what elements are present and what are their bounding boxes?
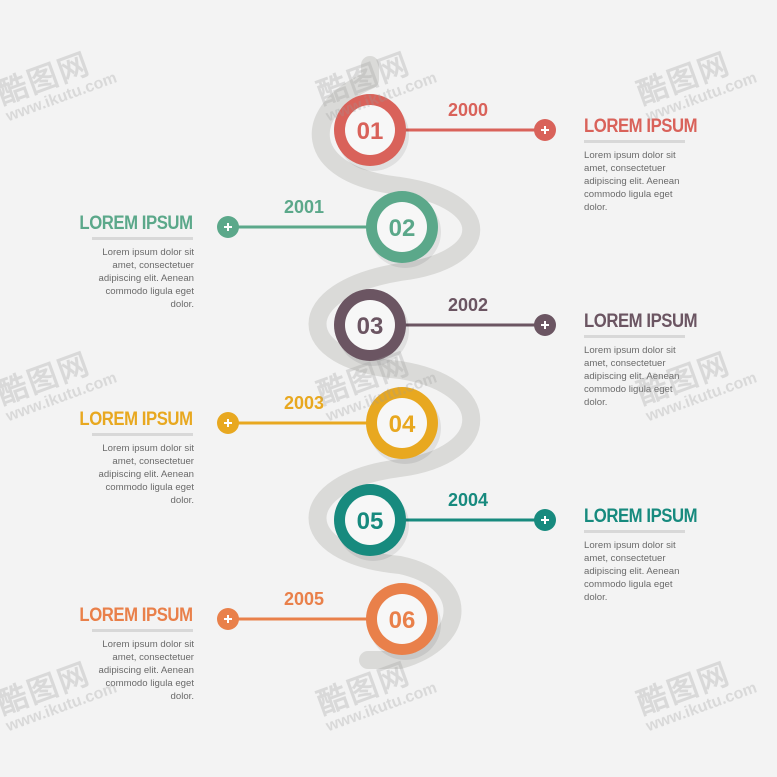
milestone-04: 2003 04 [217, 387, 441, 464]
year-label: 2003 [284, 393, 324, 413]
milestone-description: Lorem ipsum dolor sit amet, consectetuer… [98, 443, 194, 506]
milestone-title: LOREM IPSUM [79, 409, 194, 430]
year-label: 2001 [284, 197, 324, 217]
milestone-description: Lorem ipsum dolor sit amet, consectetuer… [584, 345, 680, 408]
bubble-face [377, 594, 427, 644]
year-label: 2005 [284, 589, 324, 609]
bubble-face [345, 105, 395, 155]
milestone-title: LOREM IPSUM [584, 506, 698, 527]
bubble-face [345, 495, 395, 545]
milestone-05: 2004 05 [334, 484, 556, 561]
title-underline [92, 629, 193, 632]
milestone-title: LOREM IPSUM [79, 213, 194, 234]
plus-icon[interactable] [534, 119, 556, 141]
bubble-face [377, 398, 427, 448]
milestone-title: LOREM IPSUM [79, 605, 194, 626]
year-label: 2000 [448, 100, 488, 120]
timeline-path [308, 56, 481, 669]
plus-icon[interactable] [534, 314, 556, 336]
milestone-title: LOREM IPSUM [584, 116, 698, 137]
step-number: 02 [389, 215, 416, 242]
milestone-title: LOREM IPSUM [584, 311, 698, 332]
milestone-description: Lorem ipsum dolor sit amet, consectetuer… [584, 540, 680, 603]
title-underline [584, 335, 685, 338]
bubble-face [377, 202, 427, 252]
step-number: 05 [357, 508, 384, 535]
milestone-01: 2000 01 [334, 94, 556, 171]
plus-icon[interactable] [217, 216, 239, 238]
plus-icon[interactable] [217, 412, 239, 434]
title-underline [92, 433, 193, 436]
milestone-02: 2001 02 [217, 191, 441, 268]
plus-icon[interactable] [534, 509, 556, 531]
step-number: 04 [389, 411, 416, 438]
milestone-03: 2002 03 [334, 289, 556, 366]
year-label: 2004 [448, 490, 488, 510]
step-number: 03 [357, 313, 384, 340]
milestone-description: Lorem ipsum dolor sit amet, consectetuer… [98, 639, 194, 702]
title-underline [584, 530, 685, 533]
milestone-description: Lorem ipsum dolor sit amet, consectetuer… [584, 150, 680, 213]
plus-icon[interactable] [217, 608, 239, 630]
step-number: 06 [389, 607, 416, 634]
milestone-06: 2005 06 [217, 583, 441, 660]
milestone-description: Lorem ipsum dolor sit amet, consectetuer… [98, 247, 194, 310]
title-underline [584, 140, 685, 143]
step-number: 01 [357, 118, 384, 145]
bubble-face [345, 300, 395, 350]
year-label: 2002 [448, 295, 488, 315]
title-underline [92, 237, 193, 240]
